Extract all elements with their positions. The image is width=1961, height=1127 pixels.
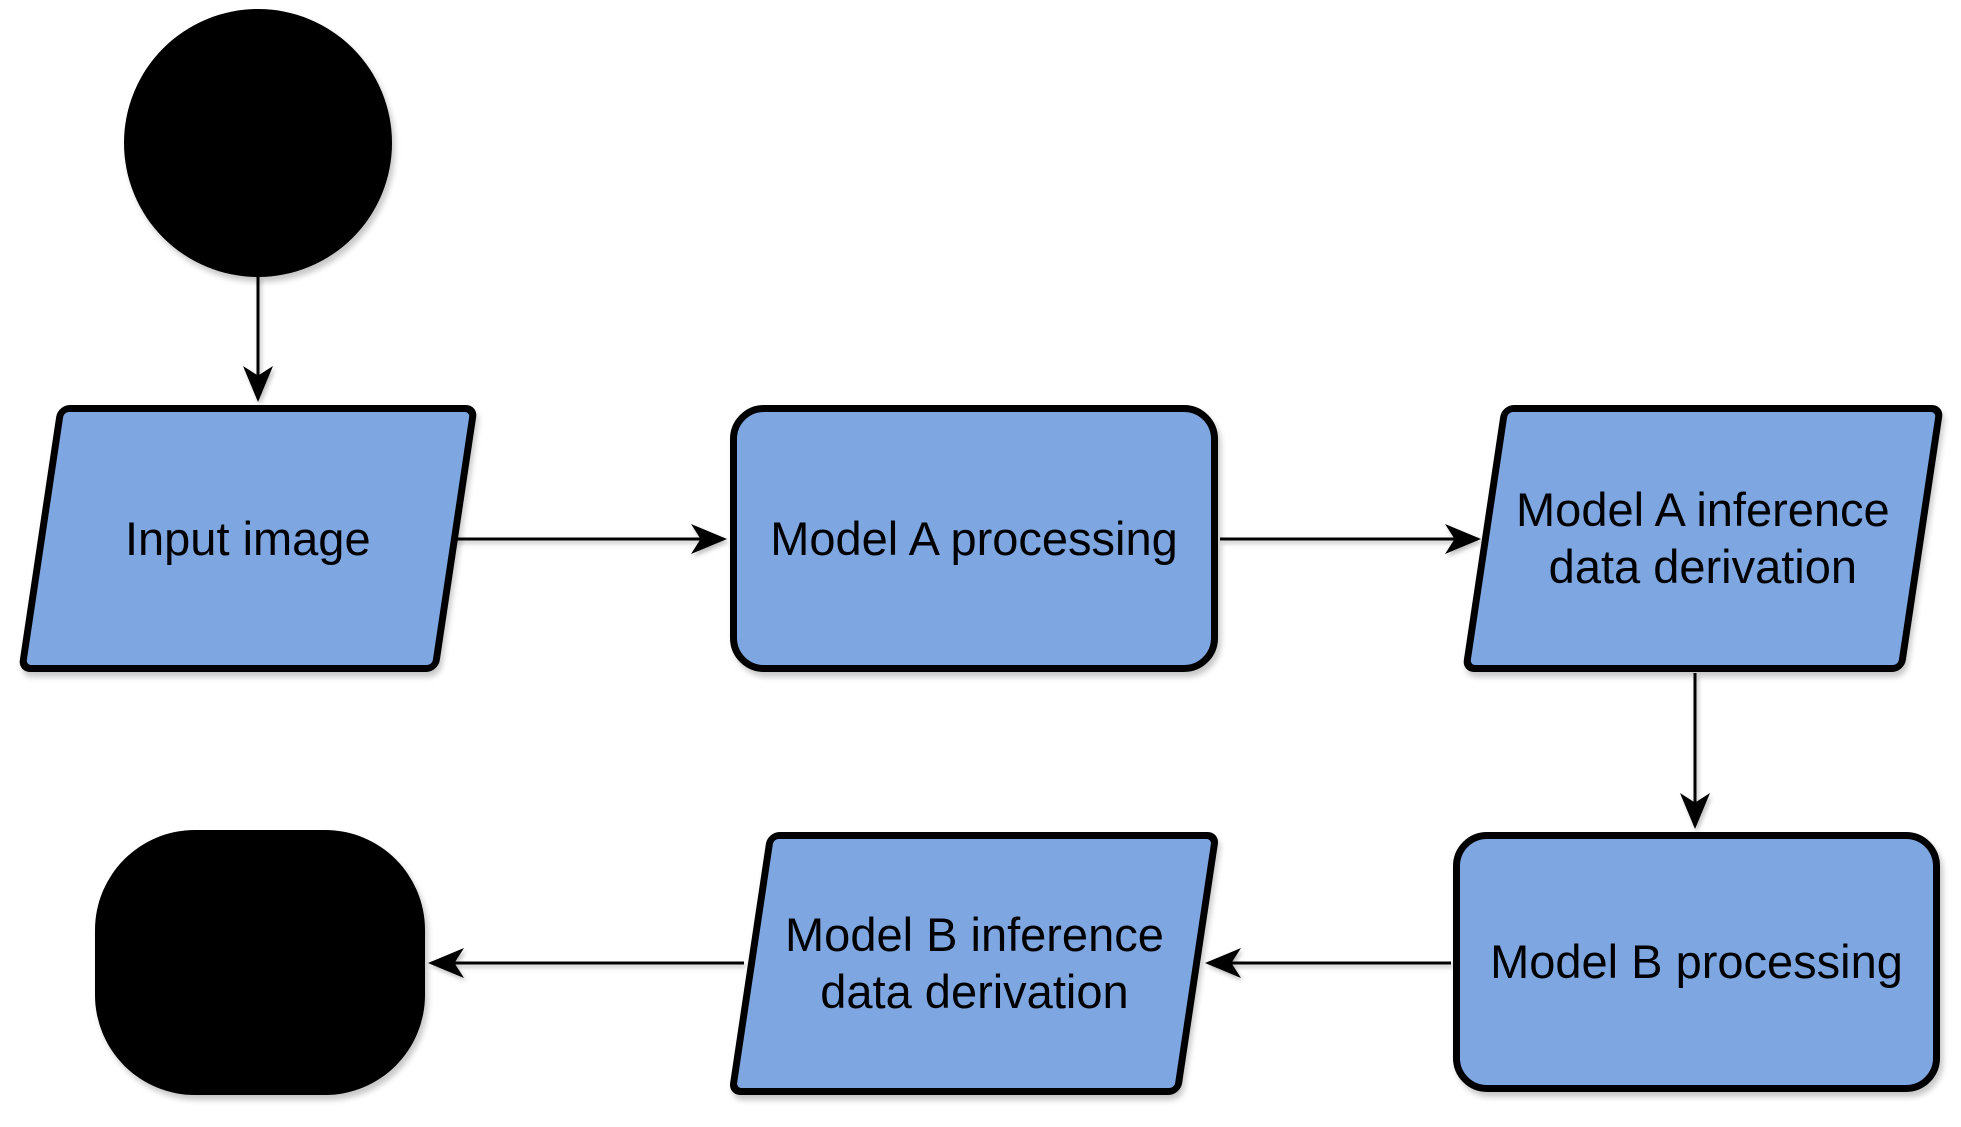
node-model-a-processing-label: Model A processing bbox=[770, 511, 1178, 565]
node-model-a-processing: Model A processing bbox=[730, 405, 1218, 672]
node-input-image-label: Input image bbox=[125, 511, 371, 565]
node-model-b-inference-line1: Model B inference bbox=[784, 908, 1164, 962]
node-input-image: Input image bbox=[18, 405, 478, 672]
end-node-rounded-square bbox=[95, 830, 425, 1095]
start-node-circle bbox=[124, 9, 392, 277]
node-model-a-inference-label: Model A inference data derivation bbox=[1516, 481, 1890, 596]
node-model-b-processing-label: Model B processing bbox=[1490, 935, 1903, 989]
node-model-a-inference-line2: data derivation bbox=[1548, 540, 1858, 594]
node-model-b-processing: Model B processing bbox=[1453, 832, 1940, 1092]
node-model-b-inference: Model B inference data derivation bbox=[728, 832, 1220, 1095]
node-model-a-inference: Model A inference data derivation bbox=[1462, 405, 1944, 672]
node-model-a-inference-line1: Model A inference bbox=[1516, 483, 1890, 537]
node-model-b-inference-line2: data derivation bbox=[819, 965, 1129, 1019]
node-model-b-inference-label: Model B inference data derivation bbox=[785, 906, 1164, 1021]
